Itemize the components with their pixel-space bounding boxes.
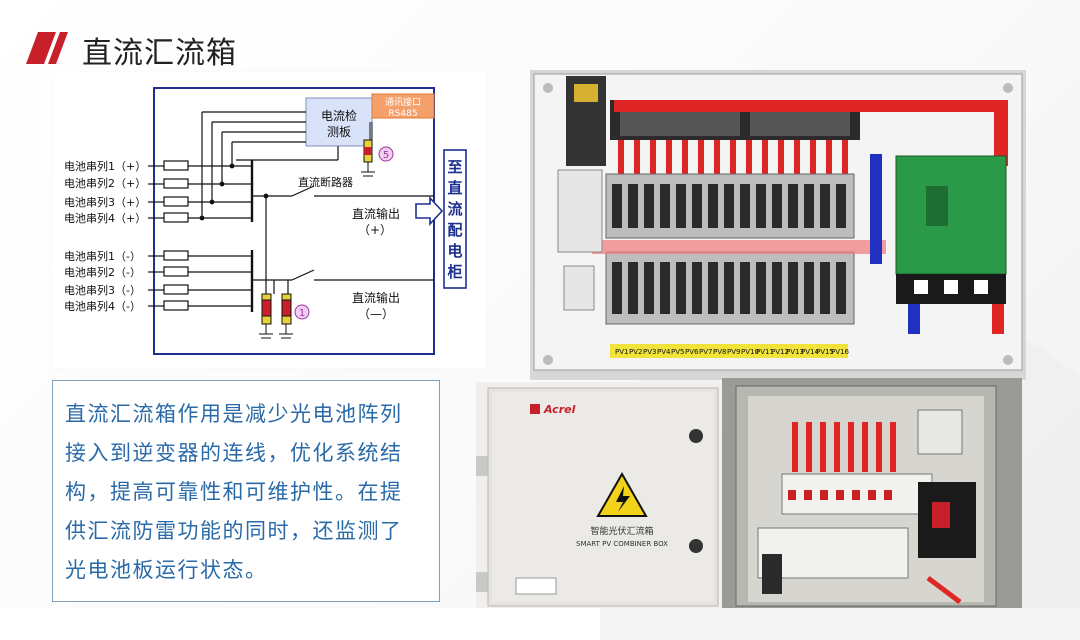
pv-label: PV4 <box>657 348 671 356</box>
description-line: 接入到逆变器的连线，优化系统结 <box>65 441 403 465</box>
dest-char-3: 流 <box>447 200 462 218</box>
input-pos-4: 电池串列4（+） <box>64 211 146 225</box>
destination-box <box>443 149 467 289</box>
brand-label: Acrel <box>543 403 576 416</box>
pv-label: PV12 <box>771 348 789 356</box>
description-line: 光电池板运行状态。 <box>65 558 268 582</box>
pv-label: PV14 <box>801 348 819 356</box>
input-neg-1: 电池串列1（-） <box>64 249 141 263</box>
input-neg-4: 电池串列4（-） <box>64 299 141 313</box>
comm-line-1: 通讯接口 <box>385 96 421 108</box>
pv-label: PV7 <box>699 348 712 356</box>
pv-label: PV8 <box>713 348 726 356</box>
pv-label: PV2 <box>629 348 642 356</box>
combiner-cabinet-photo: Acrel 智能光伏汇流箱 SMART PV COMBINER BOX <box>476 382 720 608</box>
pv-label: PV1 <box>615 348 628 356</box>
marker-1-label: 1 <box>299 308 305 319</box>
input-pos-3: 电池串列3（+） <box>64 195 146 209</box>
pv-label: PV16 <box>831 348 849 356</box>
combiner-interior-photo: PV1 PV2 PV3 PV4 PV5 PV6 PV7 PV8 PV9 PV10… <box>530 70 1026 380</box>
marker-5 <box>378 146 394 162</box>
comm-interface <box>371 93 435 119</box>
pv-label: PV6 <box>685 348 699 356</box>
breaker-label: 直流断路器 <box>298 175 353 189</box>
board-line-2: 测板 <box>327 125 351 139</box>
combiner-open-photo <box>722 378 1022 608</box>
pv-label: PV9 <box>727 348 740 356</box>
dest-char-1: 至 <box>447 158 462 176</box>
description-line: 直流汇流箱作用是减少光电池阵列 <box>65 402 403 426</box>
output-pos-line-2: （+） <box>358 223 392 237</box>
description-box: 直流汇流箱作用是减少光电池阵列 接入到逆变器的连线，优化系统结 构，提高可靠性和… <box>52 380 440 602</box>
pv-label: PV11 <box>756 348 774 356</box>
output-arrow-icon <box>415 195 444 227</box>
marker-5-label: 5 <box>383 150 389 161</box>
pv-label: PV10 <box>741 348 759 356</box>
pv-label: PV3 <box>643 348 656 356</box>
input-pos-2: 电池串列2（+） <box>64 176 146 190</box>
diagram-frame <box>153 87 435 355</box>
output-neg-line-2: （—） <box>358 307 394 321</box>
pv-label: PV15 <box>816 348 834 356</box>
comm-line-2: RS485 <box>388 109 417 119</box>
marker-1 <box>294 304 310 320</box>
page-title: 直流汇流箱 <box>82 36 237 71</box>
description-line: 供汇流防雷功能的同时，还监测了 <box>65 519 403 543</box>
output-pos-line-1: 直流输出 <box>352 206 400 221</box>
input-neg-2: 电池串列2（-） <box>64 265 141 279</box>
pv-label: PV5 <box>671 348 684 356</box>
circuit-diagram: 电流检 测板 通讯接口 RS485 5 电池串列1（+） 电池串列2（+） 电池… <box>52 72 486 368</box>
title-slash-icon <box>26 32 68 64</box>
box-name: 智能光伏汇流箱 <box>590 525 653 537</box>
output-neg-line-1: 直流输出 <box>352 290 400 305</box>
dest-char-4: 配 <box>447 221 462 239</box>
input-pos-1: 电池串列1（+） <box>64 159 146 173</box>
pv-label: PV13 <box>786 348 804 356</box>
board-line-1: 电流检 <box>321 108 357 123</box>
input-neg-3: 电池串列3（-） <box>64 283 141 297</box>
dest-char-5: 电 <box>447 242 462 260</box>
box-name-en: SMART PV COMBINER BOX <box>576 540 668 548</box>
dest-char-2: 直 <box>447 179 462 197</box>
description-line: 构，提高可靠性和可维护性。在提 <box>65 480 403 504</box>
dest-char-6: 柜 <box>446 263 462 281</box>
